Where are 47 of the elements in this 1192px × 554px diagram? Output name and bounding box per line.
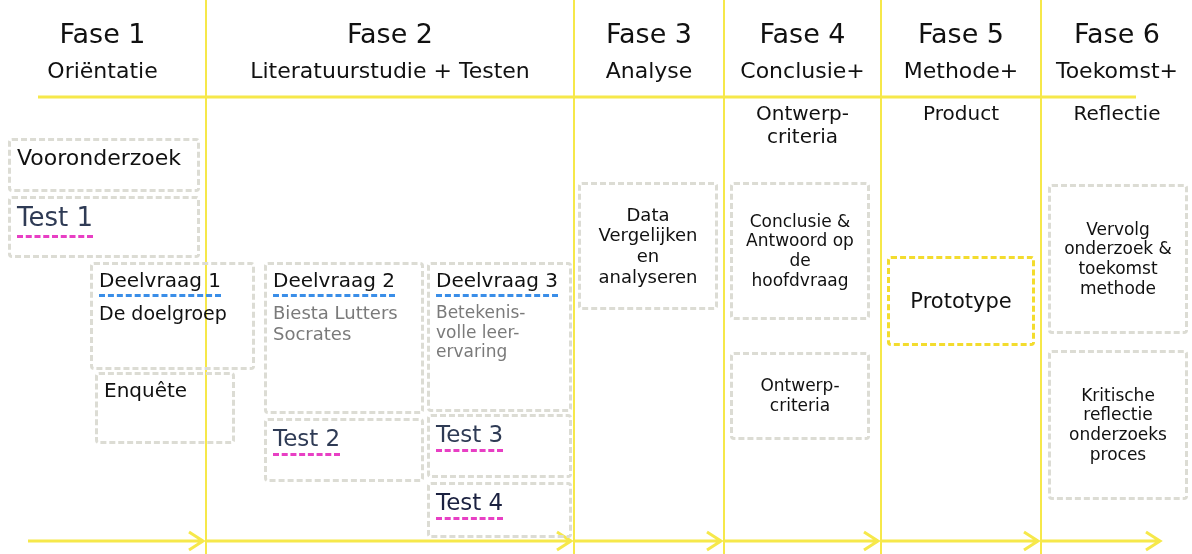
note-text: Conclusie & Antwoord op de hoofdvraag (745, 211, 855, 291)
note-box (578, 182, 718, 310)
note-box (264, 418, 424, 482)
question-heading: Deelvraag 1 (99, 269, 221, 297)
note-box (730, 182, 870, 320)
note-box (1048, 350, 1188, 500)
note-box (264, 262, 424, 414)
question-heading: Deelvraag 3 (436, 269, 558, 297)
phase-title: Fase 2 (346, 18, 433, 50)
note-text: Test 2 (273, 425, 341, 457)
phase-subtitle: Methode+ (903, 58, 1019, 84)
note-box (8, 138, 200, 192)
note-text: Data Vergelijken en analyseren (597, 204, 699, 288)
note-text: Vervolg onderzoek & toekomst methode (1063, 219, 1173, 299)
note-text: Kritische reflectie onderzoeks proces (1068, 385, 1168, 465)
note-box (730, 352, 870, 440)
phase-title: Fase 4 (759, 18, 846, 50)
note-box (887, 256, 1035, 346)
phase-subtitle: Conclusie+ (740, 58, 865, 84)
phase-title: Fase 3 (605, 18, 692, 50)
note-text: Test 4 (436, 489, 504, 521)
phase-title: Fase 1 (59, 18, 146, 50)
note-box (95, 372, 235, 444)
note-box (90, 262, 255, 370)
note-box (1048, 184, 1188, 334)
note-text: Vooronderzoek (17, 145, 182, 171)
note-box (427, 414, 572, 478)
phase-subtitle: Analyse (605, 58, 693, 84)
note-box (427, 482, 572, 538)
question-heading: Deelvraag 2 (273, 269, 395, 297)
question-topic: Biesta Lutters Socrates (273, 303, 399, 345)
phase-topic: Ontwerp- criteria (754, 102, 851, 148)
phase-topic: Product (923, 102, 999, 125)
question-topic: Betekenis- volle leer- ervaring (436, 303, 527, 362)
note-text: Enquête (104, 379, 188, 402)
phase-subtitle: Toekomst+ (1055, 58, 1179, 84)
phase-subtitle: Literatuurstudie + Testen (250, 58, 530, 84)
phase-subtitle: Oriëntatie (47, 58, 158, 84)
note-text: Ontwerp- criteria (759, 376, 841, 416)
note-box (8, 196, 200, 258)
note-text: Test 1 (17, 203, 93, 238)
note-box (427, 262, 572, 412)
phase-title: Fase 6 (1073, 18, 1160, 50)
phase-title: Fase 5 (917, 18, 1004, 50)
phase-topic: Reflectie (1073, 102, 1161, 125)
note-text: Prototype (910, 288, 1012, 314)
note-text: Test 3 (436, 421, 504, 453)
